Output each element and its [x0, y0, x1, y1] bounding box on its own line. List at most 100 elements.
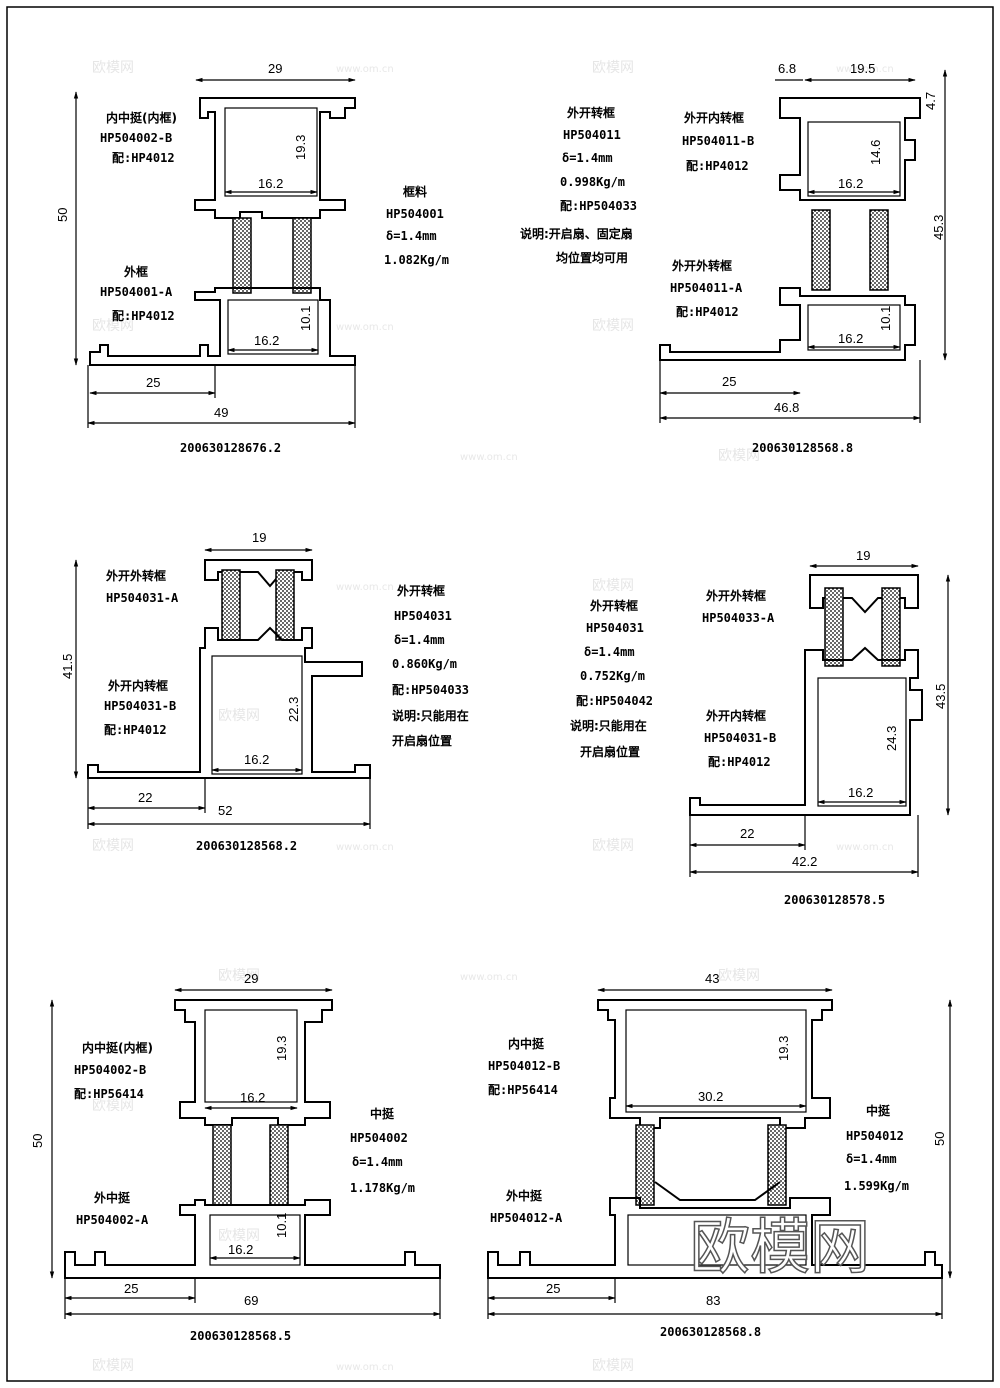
profile-6-dimensions: 43 19.3 30.2 50 25 83 — [487, 971, 953, 1319]
profile-code: 200630128568.8 — [660, 1325, 761, 1339]
profile-1: 29 19.3 16.2 16.2 10.1 50 25 49 内中挺(内框) … — [55, 61, 449, 455]
label-side-weight: 0.998Kg/m — [560, 175, 625, 189]
dim-small: 10.1 — [274, 1213, 289, 1238]
label-top-code: HP504031-A — [106, 591, 179, 605]
svg-text:欧模网: 欧模网 — [592, 838, 634, 854]
svg-text:www.om.cn: www.om.cn — [336, 582, 394, 593]
dim-width: 29 — [268, 61, 282, 76]
label-side-thickness: δ=1.4mm — [584, 645, 635, 659]
label-side-code: HP504012 — [846, 1129, 904, 1143]
dim-inner: 16.2 — [838, 176, 863, 191]
svg-text:欧模网: 欧模网 — [218, 708, 260, 724]
svg-text:www.om.cn: www.om.cn — [460, 972, 518, 983]
label-bottom-pair: 配:HP4012 — [708, 754, 771, 769]
profile-3-section — [87, 559, 371, 779]
dim-width: 19 — [252, 530, 266, 545]
profile-4: 19 43.5 24.3 16.2 22 42.2 外开转框 HP504031 … — [570, 548, 951, 907]
label-side-name: 外开转框 — [397, 583, 445, 598]
svg-text:www.om.cn: www.om.cn — [336, 64, 394, 75]
dim-inner: 16.2 — [244, 752, 269, 767]
label-side-thickness: δ=1.4mm — [386, 229, 437, 243]
profile-2-labels: 外开转框 HP504011 δ=1.4mm 0.998Kg/m 配:HP5040… — [520, 105, 853, 455]
profile-code: 200630128676.2 — [180, 441, 281, 455]
label-side-name: 中挺 — [370, 1106, 395, 1121]
label-bottom-name: 外中挺 — [506, 1188, 543, 1203]
dim-offset: 25 — [722, 374, 736, 389]
label-bottom-code: HP504002-A — [76, 1213, 149, 1227]
dim-total-height: 45.3 — [931, 215, 946, 240]
svg-text:欧模网: 欧模网 — [218, 968, 260, 984]
svg-text:欧模网: 欧模网 — [218, 1228, 260, 1244]
profile-code: 200630128568.5 — [190, 1329, 291, 1343]
dim-small: 10.1 — [878, 306, 893, 331]
dim-width: 29 — [244, 971, 258, 986]
profile-5-section — [64, 999, 441, 1279]
dim-inner: 16.2 — [240, 1090, 265, 1105]
dim-offset: 25 — [146, 375, 160, 390]
background-watermarks: 欧模网 欧模网 www.om.cn www.om.cn 欧模网 欧模网 www.… — [92, 60, 894, 1374]
svg-text:欧模网: 欧模网 — [592, 578, 634, 594]
label-side-note-2: 开启扇位置 — [580, 744, 640, 759]
svg-text:www.om.cn: www.om.cn — [836, 842, 894, 853]
svg-text:欧模网: 欧模网 — [92, 1098, 134, 1114]
label-top-pair: 配:HP4012 — [112, 150, 175, 165]
svg-text:www.om.cn: www.om.cn — [336, 842, 394, 853]
profile-2-dimensions: 6.8 19.5 4.7 14.6 16.2 45.3 16.2 10.1 25… — [659, 61, 948, 423]
label-side-weight: 1.082Kg/m — [384, 253, 449, 267]
label-top-name: 内中挺 — [508, 1036, 545, 1051]
label-top-name: 外开内转框 — [684, 110, 744, 125]
label-side-name: 外开转框 — [567, 105, 615, 120]
profile-4-labels: 外开转框 HP504031 δ=1.4mm 0.752Kg/m 配:HP5040… — [570, 588, 885, 907]
dim-total-height: 41.5 — [60, 654, 75, 679]
dim-width: 43 — [705, 971, 719, 986]
label-bottom-pair: 配:HP4012 — [112, 308, 175, 323]
dim-width: 19 — [856, 548, 870, 563]
label-top-name: 外开外转框 — [106, 568, 166, 583]
label-side-thickness: δ=1.4mm — [846, 1152, 897, 1166]
svg-text:欧模网: 欧模网 — [718, 448, 760, 464]
svg-text:www.om.cn: www.om.cn — [336, 1362, 394, 1373]
dim-total-width: 69 — [244, 1293, 258, 1308]
label-side-name: 外开转框 — [590, 598, 638, 613]
label-bottom-code: HP504031-B — [704, 731, 776, 745]
label-top-name: 内中挺(内框) — [82, 1040, 153, 1055]
dim-inner: 30.2 — [698, 1089, 723, 1104]
label-side-weight: 0.752Kg/m — [580, 669, 645, 683]
label-side-note-1: 说明:开启扇、固定扇 — [520, 226, 633, 241]
label-bottom-pair: 配:HP4012 — [676, 304, 739, 319]
dim-total-height: 50 — [55, 208, 70, 222]
profile-1-section — [89, 97, 356, 366]
profile-2-section — [659, 97, 921, 361]
dim-inner: 16.2 — [258, 176, 283, 191]
label-bottom-name: 外中挺 — [94, 1190, 131, 1205]
label-bottom-name: 外框 — [124, 264, 148, 279]
label-bottom-code: HP504031-B — [104, 699, 176, 713]
profile-2: 6.8 19.5 4.7 14.6 16.2 45.3 16.2 10.1 25… — [520, 61, 948, 455]
dim-offset: 22 — [138, 790, 152, 805]
label-bottom-pair: 配:HP4012 — [104, 722, 167, 737]
label-side-code: HP504031 — [394, 609, 452, 623]
profile-3-dimensions: 19 41.5 22.3 16.2 22 52 — [60, 530, 371, 829]
svg-text:欧模网: 欧模网 — [592, 60, 634, 76]
dim-total-height: 50 — [30, 1134, 45, 1148]
dim-height: 19.3 — [293, 135, 308, 160]
profile-code: 200630128568.2 — [196, 839, 297, 853]
dim-inner-bottom: 16.2 — [254, 333, 279, 348]
svg-text:欧模网: 欧模网 — [92, 318, 134, 334]
label-side-weight: 1.178Kg/m — [350, 1181, 415, 1195]
profile-4-section — [689, 574, 923, 816]
svg-text:www.om.cn: www.om.cn — [836, 64, 894, 75]
dim-lip: 6.8 — [778, 61, 796, 76]
dim-width: 19.5 — [850, 61, 875, 76]
label-side-code: HP504001 — [386, 207, 444, 221]
dim-height: 24.3 — [884, 726, 899, 751]
label-top-name: 外开外转框 — [706, 588, 766, 603]
dim-total-width: 42.2 — [792, 854, 817, 869]
dim-offset: 25 — [546, 1281, 560, 1296]
label-top-pair: 配:HP56414 — [488, 1082, 558, 1097]
label-bottom-code: HP504001-A — [100, 285, 173, 299]
label-bottom-name: 外开内转框 — [108, 678, 168, 693]
label-top-code: HP504002-B — [74, 1063, 146, 1077]
label-bottom-name: 外开外转框 — [672, 258, 732, 273]
dim-height: 19.3 — [776, 1036, 791, 1061]
